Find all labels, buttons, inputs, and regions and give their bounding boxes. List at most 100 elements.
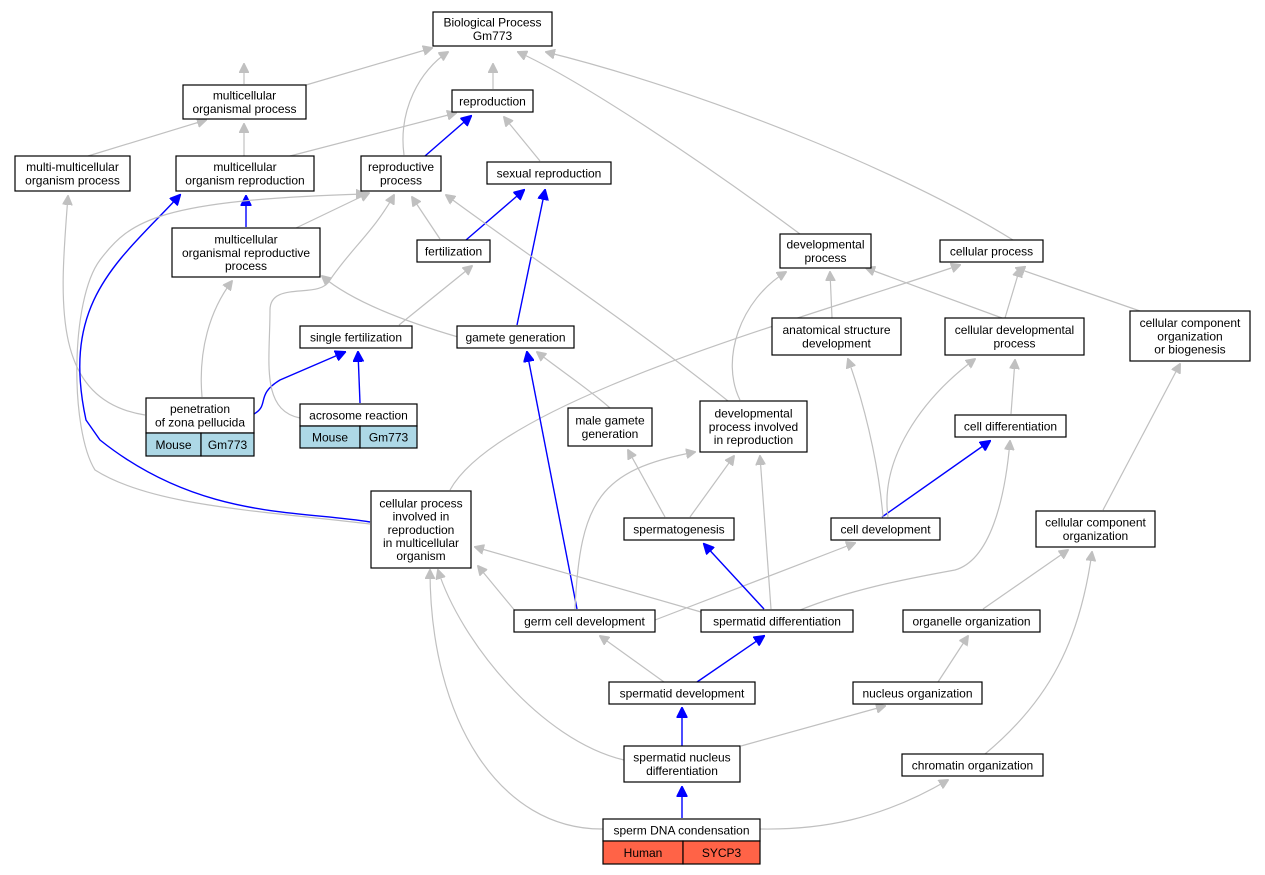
- node-label: development: [802, 336, 871, 350]
- node-box: [902, 609, 1041, 633]
- node-label: multicellular: [213, 160, 276, 174]
- go-term-node-gg[interactable]: gamete generation: [456, 325, 575, 349]
- node-label: process: [380, 173, 422, 187]
- node-box: [779, 233, 872, 269]
- node-label: spermatogenesis: [633, 522, 724, 536]
- node-label: spermatid nucleus: [633, 751, 730, 765]
- edge: [504, 117, 541, 162]
- go-term-node-sd[interactable]: spermatid differentiation: [700, 609, 854, 633]
- edge-highlighted: [79, 195, 371, 523]
- node-box: [360, 155, 442, 192]
- edge-highlighted: [358, 352, 360, 404]
- node-label: organism: [396, 549, 445, 563]
- node-label: cellular component: [1045, 516, 1146, 530]
- gene-cell: [200, 432, 255, 457]
- go-term-node-cdev[interactable]: cell development: [830, 517, 941, 541]
- gene-cell: [682, 840, 761, 865]
- edge: [984, 552, 1092, 755]
- node-box: [623, 517, 735, 541]
- node-label: male gamete: [575, 414, 645, 428]
- node-label: spermatid differentiation: [713, 614, 841, 628]
- node-box: [486, 161, 612, 185]
- go-term-node-sdev[interactable]: spermatid development: [608, 681, 756, 705]
- node-label: fertilization: [425, 244, 482, 258]
- node-label: in multicellular: [383, 536, 459, 550]
- edge: [295, 193, 369, 229]
- node-box: [513, 609, 656, 633]
- node-box: [830, 517, 941, 541]
- go-term-node-oo[interactable]: organelle organization: [902, 609, 1041, 633]
- node-label: multicellular: [213, 89, 276, 103]
- node-label: reproduction: [388, 523, 455, 537]
- node-label: or biogenesis: [1154, 343, 1225, 357]
- go-term-node-cd[interactable]: cell differentiation: [954, 414, 1067, 438]
- edge: [322, 276, 459, 338]
- go-term-node-gcd[interactable]: germ cell development: [513, 609, 656, 633]
- go-term-node-rep[interactable]: reproduction: [451, 89, 534, 113]
- node-label: Gm773: [473, 29, 513, 43]
- go-term-node-sg[interactable]: spermatogenesis: [623, 517, 735, 541]
- node-box: [182, 84, 307, 120]
- node-box: [14, 155, 131, 192]
- node-box: [145, 397, 255, 434]
- go-term-node-co[interactable]: chromatin organization: [901, 753, 1044, 777]
- edge: [438, 570, 625, 761]
- node-box: [456, 325, 575, 349]
- go-term-node-ar[interactable]: acrosome reaction: [299, 403, 418, 427]
- edge-highlighted: [881, 441, 990, 518]
- go-term-node-sr[interactable]: sexual reproduction: [486, 161, 612, 185]
- edge: [478, 566, 517, 613]
- node-box: [771, 317, 902, 356]
- gene-label: SYCP3: [702, 846, 742, 860]
- node-box: [416, 239, 491, 263]
- node-box: [939, 239, 1044, 263]
- go-term-node-sdc[interactable]: sperm DNA condensation: [602, 818, 761, 842]
- edge: [449, 265, 960, 491]
- node-label: process: [804, 251, 846, 265]
- edge: [268, 195, 394, 419]
- node-label: organization: [1063, 529, 1128, 543]
- node-label: organism process: [25, 173, 120, 187]
- node-label: spermatid development: [620, 686, 745, 700]
- edge: [200, 281, 232, 398]
- edge: [574, 452, 695, 610]
- edge: [937, 636, 968, 683]
- edge: [76, 194, 371, 525]
- node-label: multicellular: [214, 233, 277, 247]
- go-term-node-fert[interactable]: fertilization: [416, 239, 491, 263]
- node-label: in reproduction: [714, 433, 793, 447]
- edge: [446, 195, 729, 402]
- edge: [1016, 268, 1141, 312]
- go-term-node-sf[interactable]: single fertilization: [299, 325, 413, 349]
- go-term-node-cp[interactable]: cellular process: [939, 239, 1044, 263]
- node-box: [432, 11, 553, 47]
- node-label: process involved: [709, 420, 798, 434]
- go-term-node-no[interactable]: nucleus organization: [852, 681, 983, 705]
- node-box: [1129, 310, 1251, 362]
- node-box: [608, 681, 756, 705]
- node-label: cellular process: [950, 244, 1033, 258]
- edge: [305, 48, 432, 86]
- node-label: acrosome reaction: [309, 408, 408, 422]
- node-label: developmental: [786, 238, 864, 252]
- node-label: reproduction: [459, 94, 526, 108]
- node-box: [699, 400, 808, 453]
- edge: [759, 780, 948, 830]
